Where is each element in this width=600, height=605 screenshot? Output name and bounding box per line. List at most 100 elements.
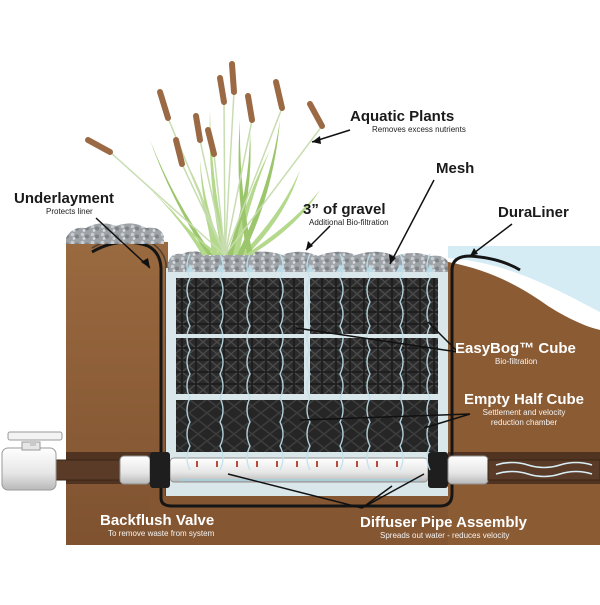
pointer-arrowheads xyxy=(141,136,478,268)
empty-half-cube-subtitle-2: reduction chamber xyxy=(490,418,558,427)
plant-leaf xyxy=(130,170,208,255)
flow-arrow xyxy=(336,264,344,272)
gravel-title: 3” of gravel xyxy=(303,201,386,218)
pipe-slot xyxy=(376,461,378,467)
mesh-title: Mesh xyxy=(436,160,475,177)
duraliner-title: DuraLiner xyxy=(498,204,569,221)
easybog-cube-left-mid xyxy=(176,338,304,394)
cattail-stem xyxy=(224,107,283,256)
plant-leaf xyxy=(200,160,225,255)
label-diffuser-pipe: Diffuser Pipe Assembly Spreads out water… xyxy=(360,514,527,541)
pipe-end-cap-right xyxy=(428,452,448,488)
cattail-head xyxy=(273,79,285,111)
empty-half-cube-title: Empty Half Cube xyxy=(464,391,585,408)
cattail-stem xyxy=(109,151,226,256)
pipe-coupling-right xyxy=(447,455,489,485)
cattail-head xyxy=(157,89,171,121)
duraliner-line xyxy=(91,240,521,508)
backflush-valve-subtitle: To remove waste from system xyxy=(108,529,215,538)
label-empty-half-cube: Empty Half Cube Settlement and velocity … xyxy=(464,391,584,428)
diffuser-pipe-title: Diffuser Pipe Assembly xyxy=(360,514,527,531)
flow-line xyxy=(339,253,344,471)
flow-line xyxy=(279,253,284,471)
empty-half-cube-subtitle-1: Settlement and velocity xyxy=(482,408,566,417)
aquatic-plants-subtitle: Removes excess nutrients xyxy=(372,125,466,134)
cattail-head xyxy=(173,137,185,167)
aquatic-plants-title: Aquatic Plants xyxy=(350,108,455,125)
outlet-flow xyxy=(495,461,593,478)
label-duraliner: DuraLiner xyxy=(498,204,569,221)
flow-arrow xyxy=(246,264,254,272)
pipe-slot xyxy=(196,461,198,467)
cattail-stem xyxy=(224,125,323,256)
diffuser-pipe-subtitle: Spreads out water - reduces velocity xyxy=(380,531,510,540)
underlayment-subtitle: Protects liner xyxy=(46,207,93,216)
cattail-head xyxy=(245,93,255,123)
cattail-head xyxy=(217,75,227,105)
pipe-coupling-left xyxy=(119,455,151,485)
underlayment-title: Underlayment xyxy=(14,190,115,207)
easybog-cube-title: EasyBog™ Cube xyxy=(455,340,576,357)
cattail-stem xyxy=(224,91,235,256)
pipe-end-cap-left xyxy=(150,452,170,488)
pipe-slot xyxy=(216,461,218,467)
label-underlayment: Underlayment Protects liner xyxy=(14,190,114,217)
cattail-head xyxy=(85,137,113,155)
gravel-subtitle: Additional Bio-filtration xyxy=(309,218,389,227)
flow-line xyxy=(219,253,224,471)
cattail-stem xyxy=(224,119,253,256)
easybog-cube-left-top xyxy=(176,278,304,334)
label-gravel: 3” of gravel Additional Bio-filtration xyxy=(303,201,389,228)
diffuser-pipe xyxy=(169,457,429,483)
gravel-top-left xyxy=(66,223,164,244)
flow-line xyxy=(306,253,311,471)
cattail-stem xyxy=(181,163,226,256)
plant-leaf xyxy=(180,150,218,255)
flow-line xyxy=(426,253,431,471)
flow-arrow xyxy=(396,264,404,272)
pipe-slot xyxy=(256,461,258,467)
plant-leaf xyxy=(238,120,253,255)
easybog-cube-right-top xyxy=(310,278,438,334)
outlet-pipe xyxy=(487,459,600,481)
label-mesh: Mesh xyxy=(436,160,474,177)
backflush-valve-graphic xyxy=(1,431,63,491)
cattail-stem xyxy=(213,153,226,256)
flow-arrow xyxy=(306,264,314,272)
flow-line xyxy=(399,253,404,471)
cattail-stem xyxy=(199,139,226,256)
easybog-cube-right-mid xyxy=(310,338,438,394)
pipe-slot xyxy=(356,461,358,467)
flow-arrow xyxy=(186,264,194,272)
flow-arrow xyxy=(216,264,224,272)
flow-arrow xyxy=(276,264,284,272)
cattail-head xyxy=(229,61,237,95)
flow-line xyxy=(246,253,251,471)
pointer-lines xyxy=(95,129,513,509)
label-aquatic-plants: Aquatic Plants Removes excess nutrients xyxy=(350,108,466,135)
cattail-head xyxy=(193,113,203,143)
pipe-slot xyxy=(296,461,298,467)
backflush-valve-title: Backflush Valve xyxy=(100,512,215,529)
pipe-slot xyxy=(236,461,238,467)
flow-line xyxy=(366,253,371,471)
label-backflush-valve: Backflush Valve To remove waste from sys… xyxy=(100,512,214,539)
cattail-head xyxy=(307,101,325,129)
pipe-slot xyxy=(276,461,278,467)
pipe-slot xyxy=(316,461,318,467)
flow-arrow xyxy=(426,264,434,272)
pipe-slots xyxy=(196,461,398,467)
label-easybog-cube: EasyBog™ Cube Bio-filtration xyxy=(455,340,576,367)
plant-leaf xyxy=(233,150,270,255)
water-flow-lines xyxy=(180,253,434,481)
flow-line xyxy=(186,253,191,471)
cattail-stem xyxy=(223,101,226,256)
cattail-head xyxy=(205,127,217,157)
flow-arrow xyxy=(366,264,374,272)
pipe-slot xyxy=(336,461,338,467)
easybog-cube-subtitle: Bio-filtration xyxy=(495,357,538,366)
pipe-slot xyxy=(396,461,398,467)
aquatic-plants xyxy=(85,61,325,256)
